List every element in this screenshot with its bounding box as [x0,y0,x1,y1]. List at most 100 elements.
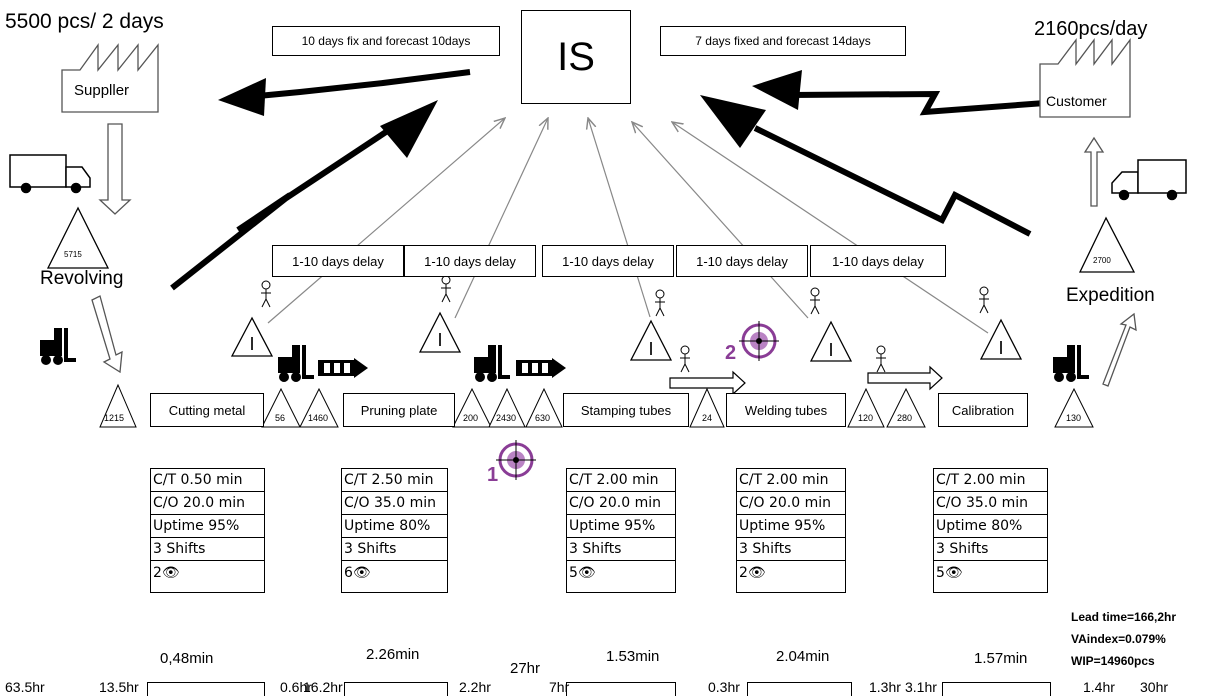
operator-count: 5 [569,564,578,581]
delay-box-2: 1-10 days delay [404,245,536,277]
push-arrow-welding [669,370,746,396]
cycle-time: C/T 0.50 min [151,469,264,492]
supplier-rate: 5500 pcs/ 2 days [5,10,164,33]
wip-130: 130 [1066,413,1082,423]
lead-time: Lead time=166,2hr [1071,610,1177,624]
data-box-calibration: C/T 2.00 min C/O 35.0 min Uptime 80% 3 S… [933,468,1048,593]
revolving-ship-arrow [91,295,123,374]
supplier-order-box: 10 days fix and forecast 10days [272,26,500,56]
customer-label: Customer [1046,93,1107,109]
delay-box-3: 1-10 days delay [542,245,674,277]
operator-icon: 👁 [161,564,180,581]
operator-icon: 👁 [577,564,596,581]
revolving-inventory: 5715 [64,250,82,259]
push-stripe-arrows [318,358,566,378]
operator-icon: 👁 [944,564,963,581]
svg-text:I: I [998,338,1003,358]
data-box-cutting: C/T 0.50 min C/O 20.0 min Uptime 95% 3 S… [150,468,265,593]
wip-total: WIP=14960pcs [1071,654,1155,668]
uptime: Uptime 95% [737,515,845,538]
changeover: C/O 20.0 min [737,492,845,515]
operator-count: 2 [153,564,162,581]
wip-630: 630 [535,413,551,423]
nva-7: 0.3hr [708,679,740,695]
nva-5: 2.2hr [459,679,491,695]
va-time-3: 1.53min [606,648,660,665]
nva-8: 1.3hr [869,679,901,695]
kaizen-label-2: 2 [725,342,737,364]
operator-count: 6 [344,564,353,581]
delay-box-5: 1-10 days delay [810,245,946,277]
delay-box-1: 1-10 days delay [272,245,404,277]
uptime: Uptime 80% [934,515,1047,538]
kaizen-target-icon-1 [496,440,536,480]
revolving-label: Revolving [40,268,124,289]
shifts: 3 Shifts [342,538,447,561]
va-time-5: 1.57min [974,650,1028,667]
operator-icon: 👁 [747,564,766,581]
uptime: Uptime 80% [342,515,447,538]
factory-icon-customer [1039,38,1131,118]
changeover: C/O 35.0 min [934,492,1047,515]
wip-280: 280 [897,413,913,423]
wip-56: 56 [275,413,286,423]
cycle-time: C/T 2.00 min [567,469,675,492]
cycle-time: C/T 2.50 min [342,469,447,492]
wip-triangles [99,383,1094,428]
changeover: C/O 20.0 min [567,492,675,515]
wip-120: 120 [858,413,874,423]
delay-box-4: 1-10 days delay [676,245,808,277]
va-time-1: 0,48min [160,650,214,667]
va-time-2: 2.26min [366,646,420,663]
svg-text:I: I [249,334,254,354]
nva-11: 30hr [1140,679,1169,695]
supplier-label: Suppller [74,82,130,99]
electronic-signal-revolving [170,100,438,291]
svg-text:I: I [437,330,442,350]
timeline-step-5 [942,682,1051,696]
uptime: Uptime 95% [151,515,264,538]
expedition-ship-arrow [1083,136,1105,207]
wip-200: 200 [463,413,479,423]
expedition-label: Expedition [1066,285,1155,306]
changeover: C/O 20.0 min [151,492,264,515]
timeline-step-4 [747,682,852,696]
process-pruning-plate: Pruning plate [343,393,455,427]
expedition-inventory: 2700 [1093,256,1111,265]
control-is-box: IS [521,10,631,104]
wip-24: 24 [702,413,713,423]
inventory-i-icons [230,311,1023,362]
inventory-triangle-revolving [46,206,110,269]
supplier-ship-arrow [98,123,132,215]
timeline-step-3 [566,682,676,696]
wip-2430: 2430 [496,413,517,423]
customer-order-box: 7 days fixed and forecast 14days [660,26,906,56]
timeline-step-1 [147,682,265,696]
nva-9: 3.1hr [905,679,937,695]
truck-icon-supplier [9,154,91,194]
electronic-order-supplier [218,69,471,116]
nva-4: 16.2hr [303,679,343,695]
process-cutting-metal: Cutting metal [150,393,264,427]
nva-6: 7hr [549,679,570,695]
shifts: 3 Shifts [737,538,845,561]
svg-text:I: I [648,339,653,359]
nva-2: 13.5hr [99,679,139,695]
kaizen-label-1: 1 [487,464,499,486]
timeline-step-2 [344,682,448,696]
operator-count: 5 [936,564,945,581]
timeline-mid: 27hr [510,660,541,677]
data-box-welding: C/T 2.00 min C/O 20.0 min Uptime 95% 3 S… [736,468,846,593]
uptime: Uptime 95% [567,515,675,538]
changeover: C/O 35.0 min [342,492,447,515]
shifts: 3 Shifts [567,538,675,561]
operator-icon: 👁 [352,564,371,581]
forklift-icons [40,328,1089,382]
cycle-time: C/T 2.00 min [737,469,845,492]
operator-icons [261,275,989,373]
nva-10: 1.4hr [1083,679,1115,695]
data-box-pruning: C/T 2.50 min C/O 35.0 min Uptime 80% 3 S… [341,468,448,593]
va-time-4: 2.04min [776,648,830,665]
inventory-triangle-expedition [1078,216,1136,273]
